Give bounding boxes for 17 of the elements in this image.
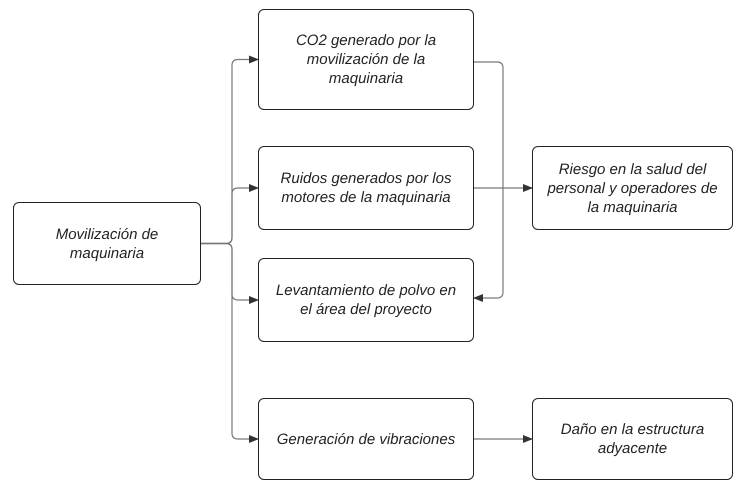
process-box	[258, 258, 474, 342]
process-box	[258, 146, 474, 230]
arrow	[474, 184, 533, 192]
process-box	[532, 146, 733, 230]
box-text: Levantamiento de polvo en el área del proyecto	[274, 281, 458, 319]
box-text: Ruidos generados por los motores de la maquinaria	[280, 169, 452, 207]
process-box	[532, 398, 733, 480]
process-box	[258, 9, 474, 110]
arrow	[201, 242, 259, 443]
process-box	[258, 398, 474, 480]
box-text: Riesgo en la salud del personal y operadores de la maquinaria	[546, 160, 719, 216]
box-text: Movilización de maquinaria	[54, 224, 160, 262]
box-text: Generación de vibraciones	[276, 430, 456, 448]
arrow	[474, 435, 533, 443]
box-text: CO2 generado por la movilización de la maquinaria	[294, 31, 438, 88]
process-box	[13, 202, 201, 285]
box-text: Daño en la estructura adyacente	[560, 420, 706, 458]
